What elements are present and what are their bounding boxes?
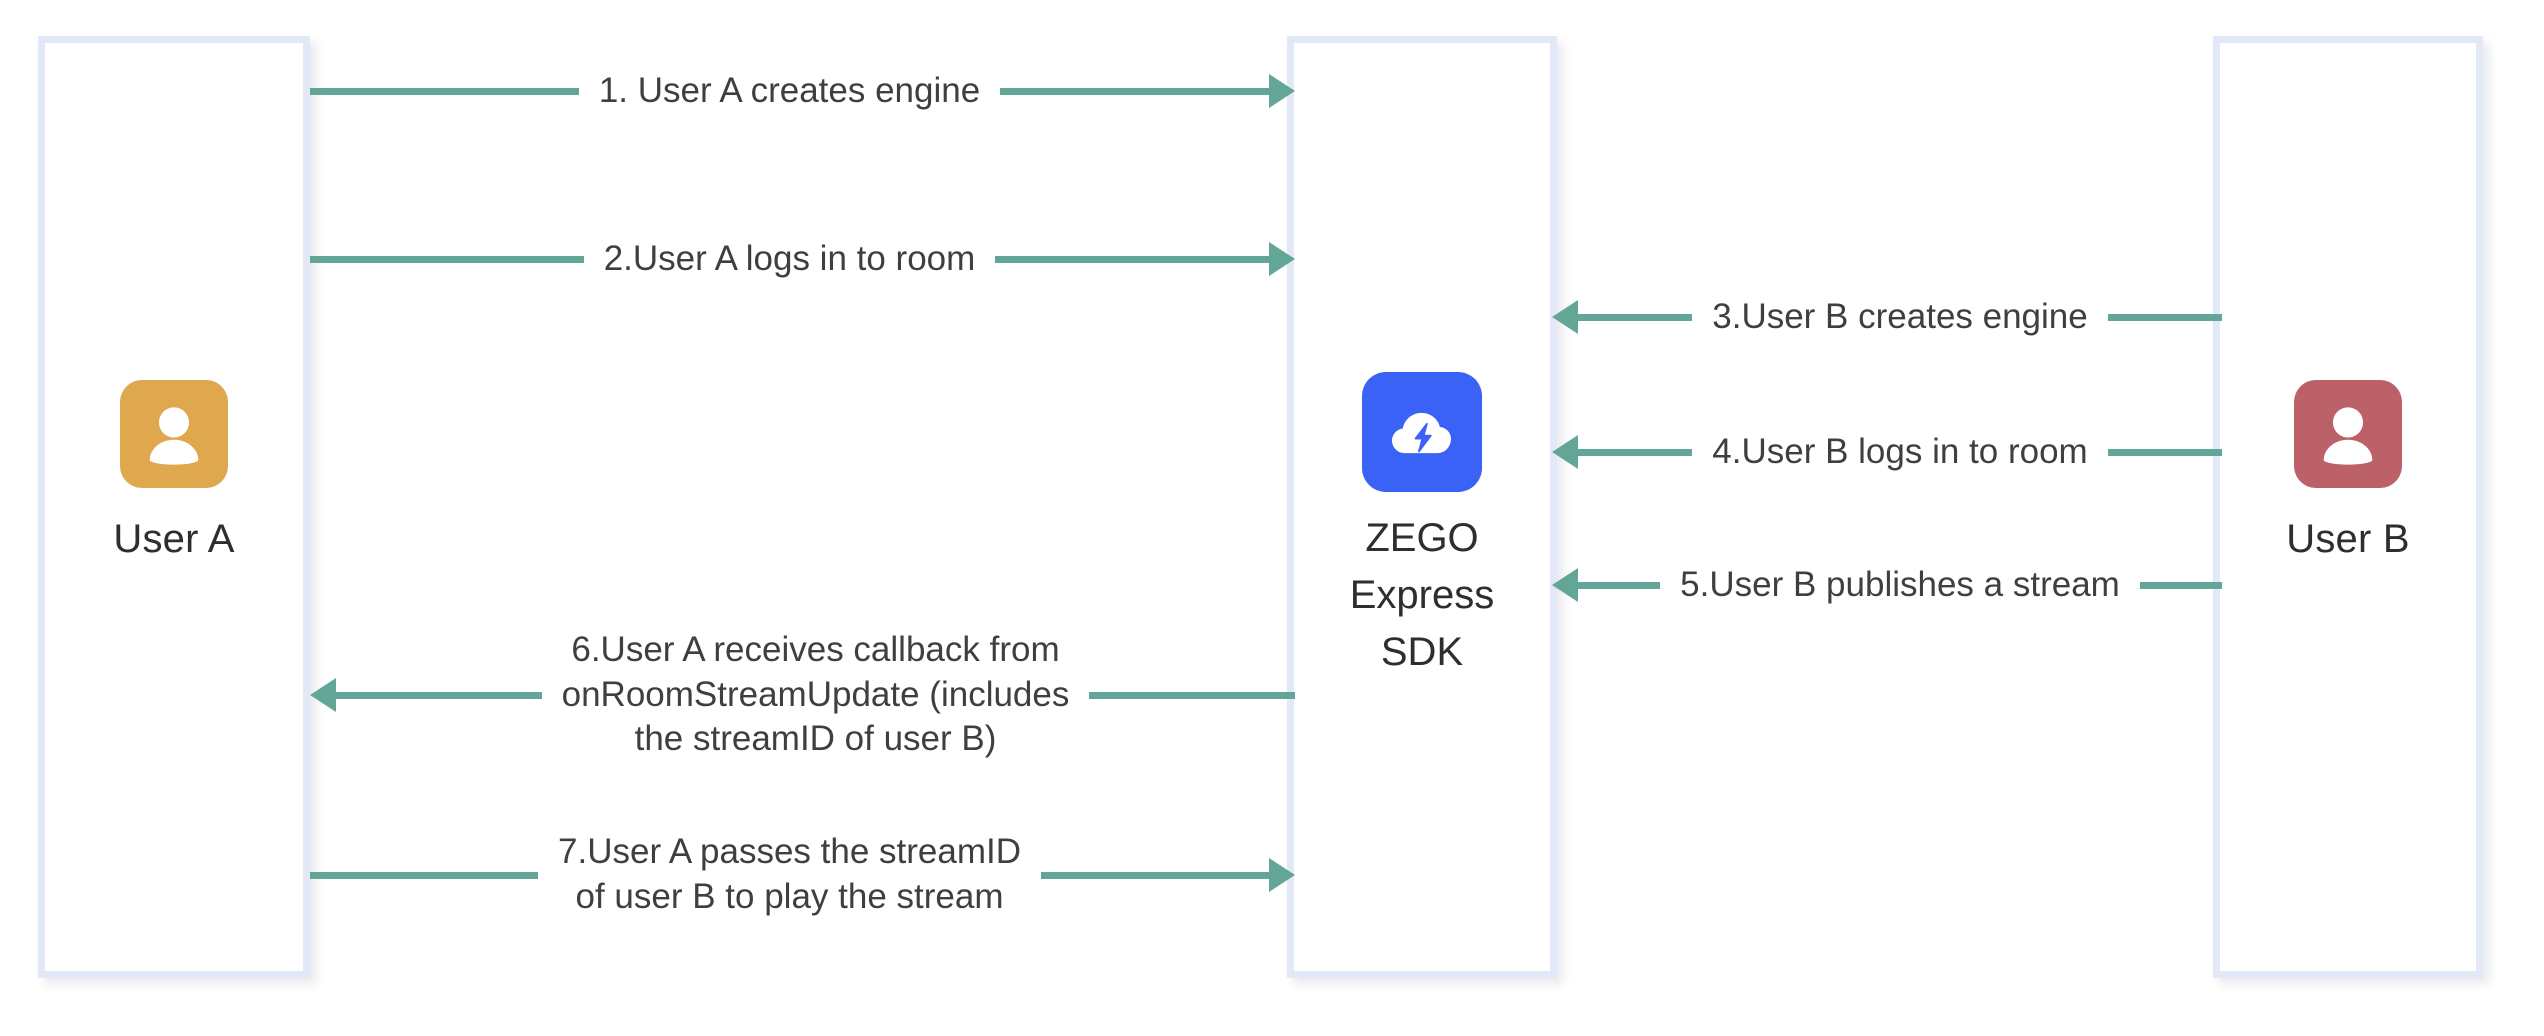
cloud-lightning-icon [1362, 372, 1482, 492]
arrow-head-left-icon [1551, 568, 1578, 602]
message-3[interactable]: 3.User B creates engine [1551, 291, 2222, 343]
arrow-line [2107, 448, 2222, 456]
message-5-label: 5.User B publishes a stream [1680, 564, 2120, 604]
message-6-label: 6.User A receives callback from onRoomSt… [561, 629, 1070, 759]
arrow-line [1000, 87, 1269, 95]
message-1[interactable]: 1. User A creates engine [310, 65, 1295, 117]
actor-user-a: User A [38, 380, 310, 565]
message-7[interactable]: 7.User A passes the streamID of user B t… [310, 820, 1296, 930]
lifeline-user-b [2213, 36, 2483, 978]
arrow-head-left-icon [309, 678, 336, 712]
person-avatar-icon [120, 380, 228, 488]
arrow-line [1577, 581, 1661, 589]
message-7-label: 7.User A passes the streamID of user B t… [558, 832, 1021, 916]
message-2-label: 2.User A logs in to room [603, 238, 976, 278]
arrow-head-left-icon [1552, 435, 1578, 469]
arrow-line [2107, 313, 2222, 321]
actor-zego-sdk: ZEGO Express SDK [1287, 372, 1557, 680]
arrow-line [2139, 581, 2222, 589]
lifeline-user-a [38, 36, 310, 978]
message-3-label: 3.User B creates engine [1712, 296, 2088, 336]
arrow-line [310, 871, 539, 879]
arrow-line [1041, 871, 1270, 879]
message-4[interactable]: 4.User B logs in to room [1552, 426, 2222, 478]
arrow-line [1577, 313, 1693, 321]
actor-user-b: User B [2213, 380, 2483, 565]
message-6[interactable]: 6.User A receives callback from onRoomSt… [309, 620, 1295, 770]
message-2[interactable]: 2.User A logs in to room [310, 233, 1296, 285]
lifeline-zego-sdk [1287, 36, 1557, 978]
arrow-line [1089, 691, 1295, 699]
arrow-line [310, 255, 584, 263]
arrow-head-right-icon [1269, 242, 1296, 276]
arrow-line [335, 691, 542, 699]
actor-label-zego-sdk: ZEGO Express SDK [1349, 516, 1495, 674]
message-5[interactable]: 5.User B publishes a stream [1551, 559, 2222, 611]
message-4-label: 4.User B logs in to room [1712, 431, 2088, 471]
actor-label-user-a: User A [113, 517, 235, 561]
arrow-line [1578, 448, 1693, 456]
arrow-line [310, 87, 579, 95]
person-avatar-icon [2294, 380, 2402, 488]
arrow-head-left-icon [1551, 300, 1578, 334]
arrow-head-right-icon [1269, 858, 1296, 892]
message-1-label: 1. User A creates engine [598, 70, 981, 110]
actor-label-user-b: User B [2286, 517, 2410, 561]
arrow-head-right-icon [1269, 74, 1295, 108]
arrow-line [995, 255, 1270, 263]
